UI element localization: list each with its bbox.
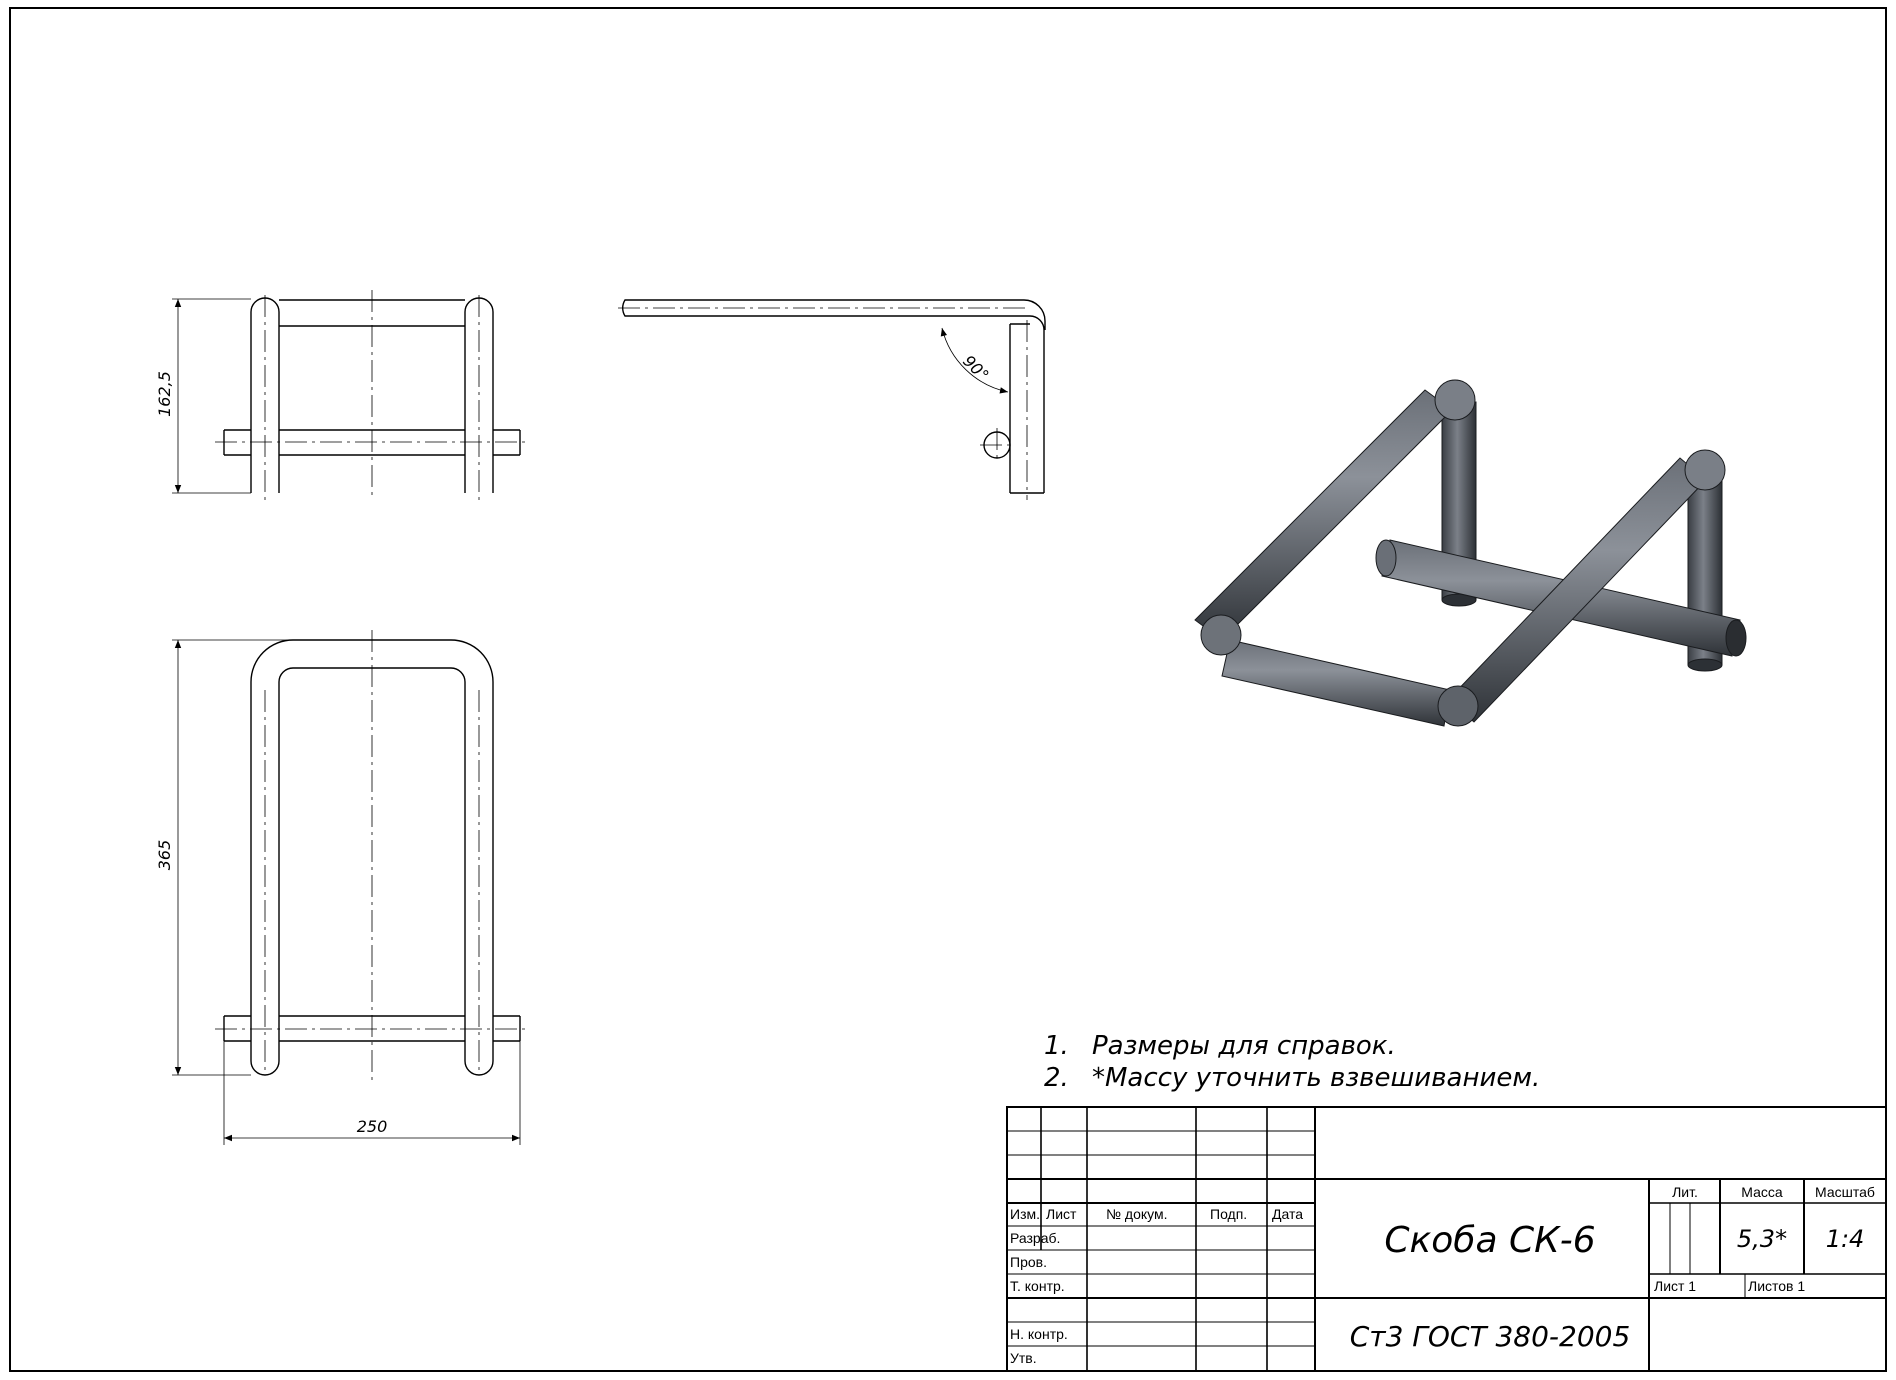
side-view bbox=[618, 299, 1046, 500]
title-block-text: Изм. Лист № докум. Подп. Дата Разраб. Пр… bbox=[1010, 1184, 1875, 1366]
header-sign: Подп. bbox=[1210, 1206, 1247, 1222]
row-razrab: Разраб. bbox=[1010, 1230, 1060, 1246]
scale-label: Масштаб bbox=[1815, 1184, 1875, 1200]
sheet-frame bbox=[9, 7, 1887, 1372]
header-izm: Изм. bbox=[1010, 1206, 1040, 1222]
header-list: Лист bbox=[1046, 1206, 1077, 1222]
sheet-number: Лист 1 bbox=[1654, 1278, 1696, 1294]
dim-front-height: 365 bbox=[155, 840, 174, 871]
front-view bbox=[172, 630, 528, 1145]
dim-angle: 90° bbox=[959, 351, 992, 384]
material: Ст3 ГОСТ 380-2005 bbox=[1350, 1320, 1631, 1353]
title-block bbox=[1006, 1106, 1887, 1372]
isometric-view bbox=[1194, 379, 1747, 727]
row-utv: Утв. bbox=[1010, 1350, 1037, 1366]
part-name: Скоба СК-6 bbox=[1384, 1220, 1595, 1261]
note-1-number: 1. bbox=[1044, 1031, 1069, 1061]
header-date: Дата bbox=[1272, 1206, 1303, 1222]
sheets-total: Листов 1 bbox=[1748, 1278, 1805, 1294]
dim-top-height: 162,5 bbox=[155, 371, 174, 417]
note-1-text: Размеры для справок. bbox=[1092, 1031, 1396, 1061]
mass-label: Масса bbox=[1741, 1184, 1783, 1200]
notes: 1. Размеры для справок. 2. *Массу уточни… bbox=[1044, 1031, 1540, 1093]
row-tkontr: Т. контр. bbox=[1010, 1278, 1065, 1294]
dim-width: 250 bbox=[357, 1117, 388, 1136]
row-nkontr: Н. контр. bbox=[1010, 1326, 1068, 1342]
note-2-text: *Массу уточнить взвешиванием. bbox=[1092, 1063, 1540, 1093]
mass-value: 5,3* bbox=[1737, 1225, 1787, 1253]
header-doc: № докум. bbox=[1106, 1206, 1168, 1222]
scale-value: 1:4 bbox=[1826, 1225, 1865, 1253]
lit-label: Лит. bbox=[1672, 1184, 1698, 1200]
note-2-number: 2. bbox=[1044, 1063, 1069, 1093]
top-view bbox=[172, 290, 528, 500]
row-prov: Пров. bbox=[1010, 1254, 1047, 1270]
